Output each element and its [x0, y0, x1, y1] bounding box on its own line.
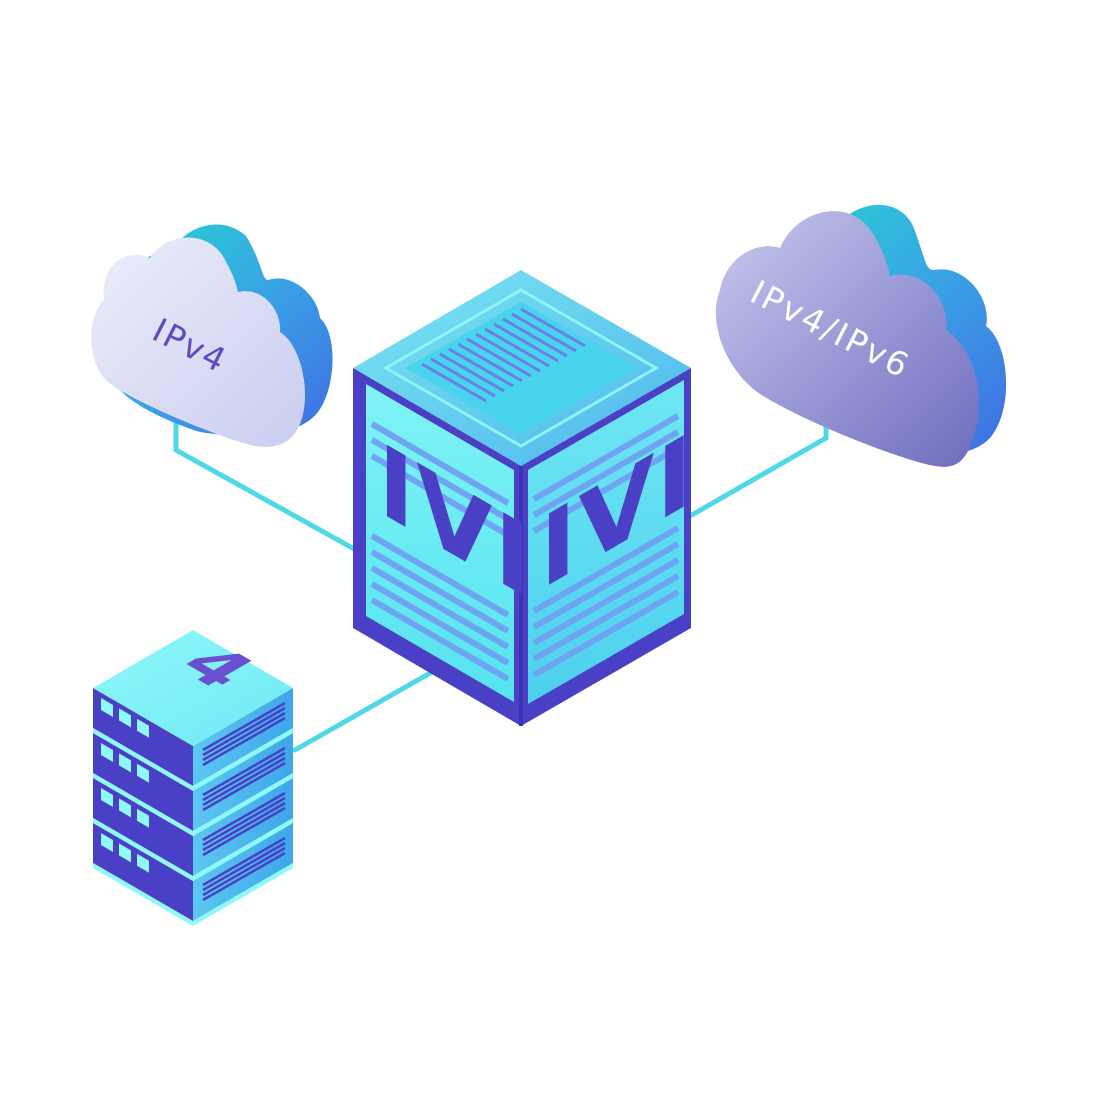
- server-vent-line: [202, 751, 286, 802]
- server-indicator-light: [137, 718, 149, 738]
- server-vent-line: [202, 706, 286, 757]
- server-indicator-light: [101, 743, 113, 762]
- server-indicator-light: [101, 833, 113, 852]
- server-top-face: [93, 630, 293, 746]
- box-left-vents: [370, 421, 510, 682]
- cloud-ipv4: IPv4: [91, 224, 333, 447]
- cloud-ipv4-ipv6: IPv4/IPv6: [715, 204, 1007, 467]
- server-vent-line: [202, 836, 286, 887]
- server-unit: [93, 733, 293, 836]
- server-unit: [93, 688, 293, 791]
- server-vent-line: [202, 841, 286, 892]
- server-indicator-light: [137, 808, 149, 828]
- server-vent-line: [202, 761, 286, 812]
- box-top-vent: [421, 307, 586, 403]
- server-indicator-light: [119, 843, 131, 863]
- cloud-ipv4-front: [91, 237, 306, 447]
- server-indicator-light: [137, 763, 149, 783]
- server-vent-line: [202, 806, 286, 857]
- server-vent-line: [202, 716, 286, 767]
- server-indicator-light: [137, 853, 149, 873]
- box-right-vents: [532, 413, 680, 678]
- server-indicator-light: [119, 708, 131, 728]
- server-vent-line: [202, 756, 286, 807]
- server-unit: [93, 778, 293, 881]
- server-vent-line: [202, 711, 286, 762]
- server-indicator-light: [119, 753, 131, 773]
- server-unit: [93, 823, 293, 926]
- server-stack: 4: [93, 630, 293, 926]
- server-vent-line: [202, 801, 286, 852]
- cloud-ipv4-ipv6-front: [715, 211, 980, 467]
- server-vent-line: [202, 701, 286, 752]
- server-vent-line: [202, 791, 286, 842]
- server-vent-line: [202, 796, 286, 847]
- box-left-face: [366, 384, 514, 702]
- server-indicator-light: [101, 788, 113, 807]
- server-indicator-light: [101, 698, 113, 717]
- connector-server: [292, 669, 435, 753]
- server-indicator-light: [119, 798, 131, 818]
- ivi-translator-box: IVI IVI: [353, 270, 695, 726]
- server-vent-line: [202, 746, 286, 797]
- server-vent-line: [202, 851, 286, 902]
- server-vent-line: [202, 846, 286, 897]
